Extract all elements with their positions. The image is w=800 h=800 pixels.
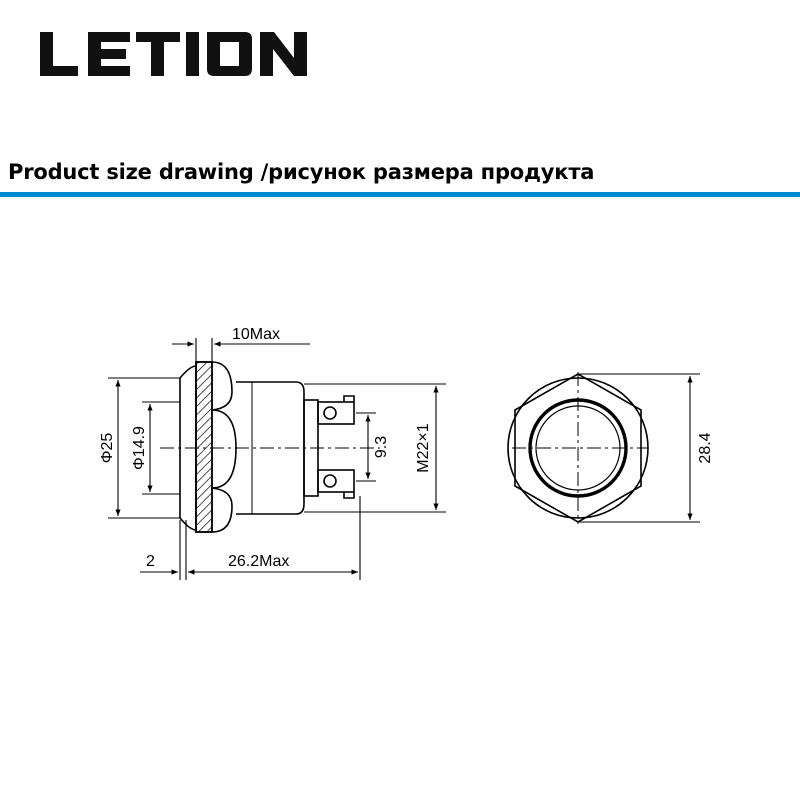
- front-view-dimensions: [578, 373, 700, 523]
- front-view: [507, 372, 649, 524]
- letion-logo-mark: [40, 32, 307, 76]
- dim-flange-thickness: 2: [146, 553, 155, 570]
- dim-nut-width: 28.4: [697, 432, 714, 463]
- dim-thread: M22×1: [415, 423, 432, 472]
- side-view: [160, 361, 380, 533]
- side-view-dimensions: [108, 338, 446, 580]
- header-rule: [0, 192, 800, 197]
- technical-drawing: 10Max Φ25 Φ14.9 2 26.2Max 9.3 M22×1 28.4: [99, 326, 714, 580]
- product-size-drawing: 10Max Φ25 Φ14.9 2 26.2Max 9.3 M22×1 28.4: [0, 300, 800, 590]
- dim-terminal-spacing: 9.3: [373, 436, 390, 458]
- dim-bezel-diameter: Φ25: [99, 433, 116, 464]
- letion-logo: [38, 28, 318, 84]
- dim-head-length: 10Max: [232, 326, 280, 343]
- dim-body-length: 26.2Max: [228, 553, 289, 570]
- dim-button-diameter: Φ14.9: [131, 426, 148, 470]
- page-title: Product size drawing /рисунок размера пр…: [8, 160, 595, 184]
